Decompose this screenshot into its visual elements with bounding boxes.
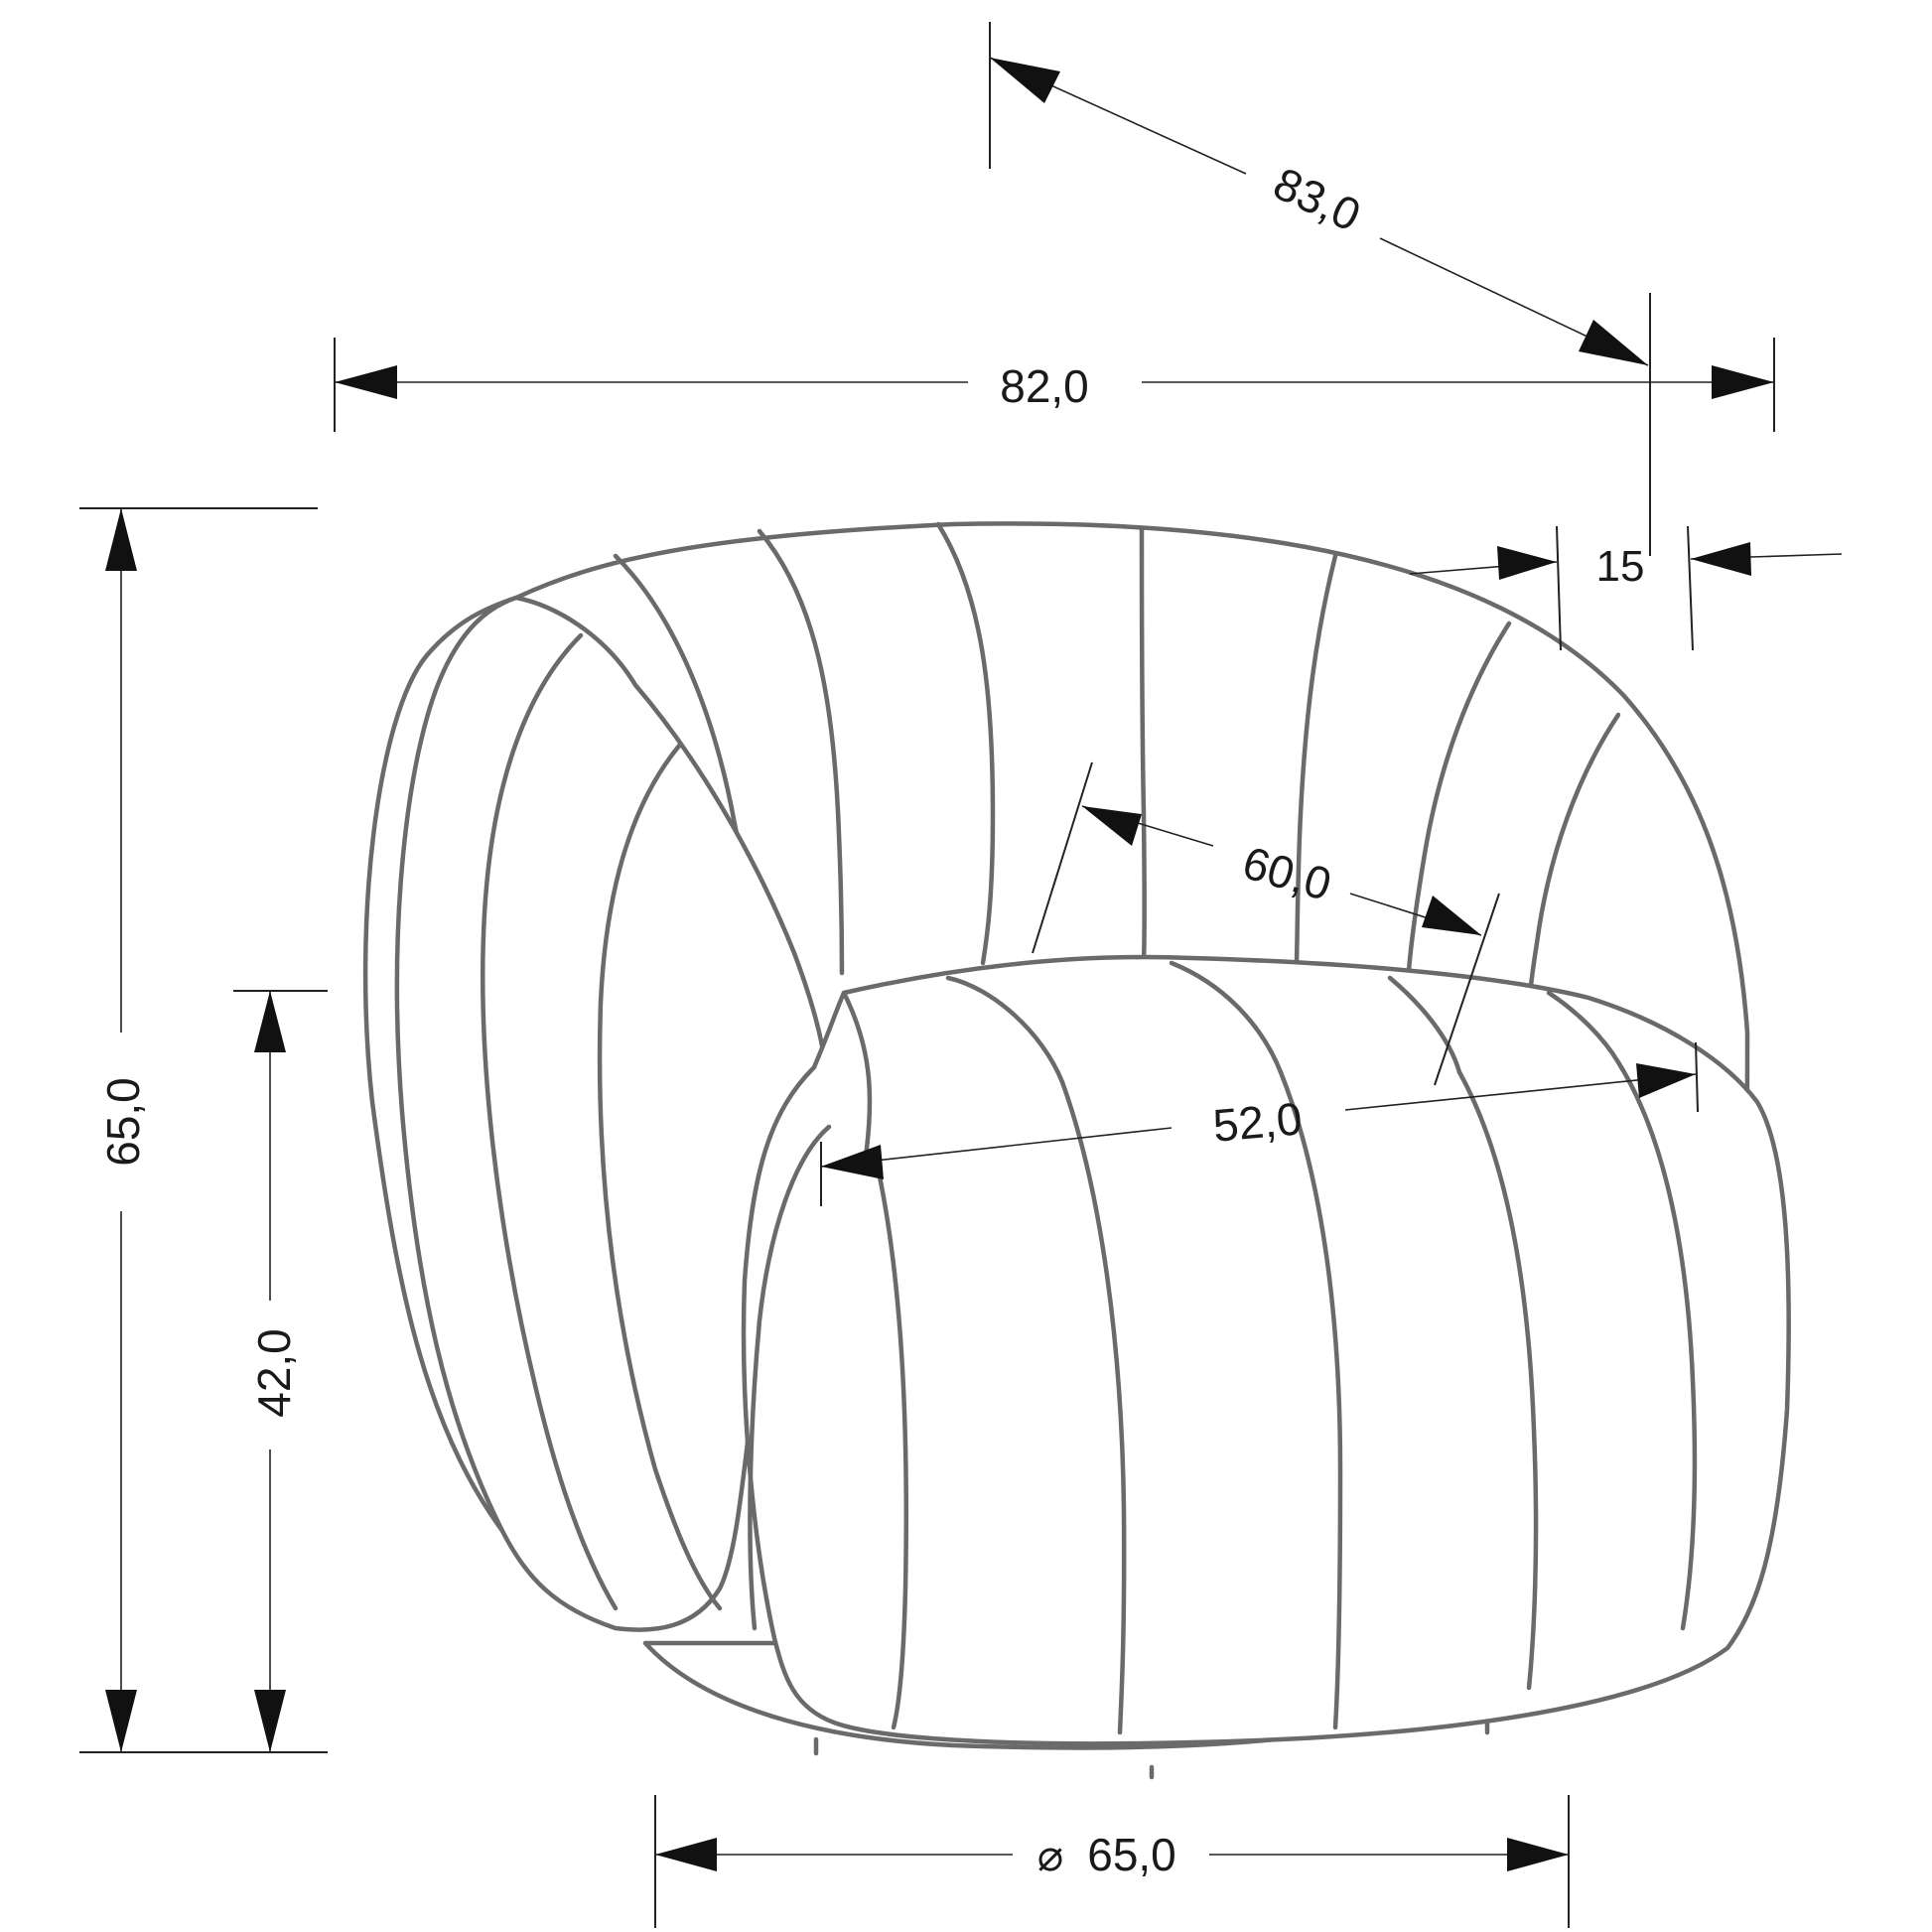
chair-outline xyxy=(362,521,1791,1780)
dim-seat-arrow-right xyxy=(1636,1063,1696,1098)
left-arm-roll xyxy=(394,595,830,1632)
dim-depth-arrow-left xyxy=(990,58,1060,103)
left-arm-channel-1 xyxy=(481,632,619,1611)
back-channel-3 xyxy=(935,521,996,966)
dim-back-arrow-right xyxy=(1422,896,1481,935)
dim-arm-arrow-right xyxy=(1691,542,1751,576)
seat-channel-1 xyxy=(876,1169,909,1730)
seat-channel-2 xyxy=(1059,1079,1127,1735)
dim-arm-extension-left xyxy=(1556,525,1562,651)
dim-base-arrow-right xyxy=(1507,1838,1569,1871)
seat-channel-4 xyxy=(1456,1069,1539,1691)
seat-channel-5 xyxy=(1615,1059,1698,1631)
dim-depth-arrow-right xyxy=(1579,320,1648,365)
dim-seat-height-label: 42,0 xyxy=(248,1328,300,1418)
dim-back-arrow-left xyxy=(1082,806,1142,846)
seat-top-ridge xyxy=(841,960,1621,1174)
dim-seat-extension-right xyxy=(1695,1041,1699,1113)
chair-base-feet xyxy=(813,1720,1490,1780)
dim-width-arrow-right xyxy=(1712,365,1774,399)
dim-depth-label: 83,0 xyxy=(1266,157,1368,241)
dim-base-label: 65,0 xyxy=(1087,1829,1176,1880)
dim-seat-line-b xyxy=(1344,1073,1697,1111)
back-channel-5 xyxy=(1294,553,1338,966)
left-arm-channel-2 xyxy=(597,742,723,1611)
dim-arm-arrow-left xyxy=(1497,546,1557,580)
dim-height-label: 65,0 xyxy=(97,1077,149,1167)
back-channel-4 xyxy=(1139,525,1147,966)
dim-seat-label: 52,0 xyxy=(1211,1092,1305,1152)
seat-channel-3 xyxy=(1278,1069,1343,1730)
back-channel-2 xyxy=(757,528,845,976)
dim-back-extension-right xyxy=(1434,893,1500,1086)
back-channel-6 xyxy=(1405,621,1512,986)
dim-base-diameter-symbol: ⌀ xyxy=(1037,1832,1064,1880)
seat-cushion xyxy=(741,954,1791,1746)
dim-back-extension-left xyxy=(1032,761,1093,954)
dim-height-arrow-top xyxy=(105,508,137,571)
dim-seat-height-arrow-top xyxy=(254,991,286,1052)
dim-height-arrow-bottom xyxy=(105,1690,137,1752)
dim-base-arrow-left xyxy=(655,1838,717,1871)
dim-seat-height-arrow-bottom xyxy=(254,1690,286,1752)
dim-seat-arrow-left xyxy=(821,1145,884,1179)
dim-width-label: 82,0 xyxy=(1000,360,1089,412)
dim-arm-extension-right xyxy=(1687,525,1694,651)
dim-width-arrow-left xyxy=(335,365,397,399)
left-arm-front-lobe xyxy=(748,1124,832,1631)
dim-arm-label: 15 xyxy=(1596,542,1645,591)
